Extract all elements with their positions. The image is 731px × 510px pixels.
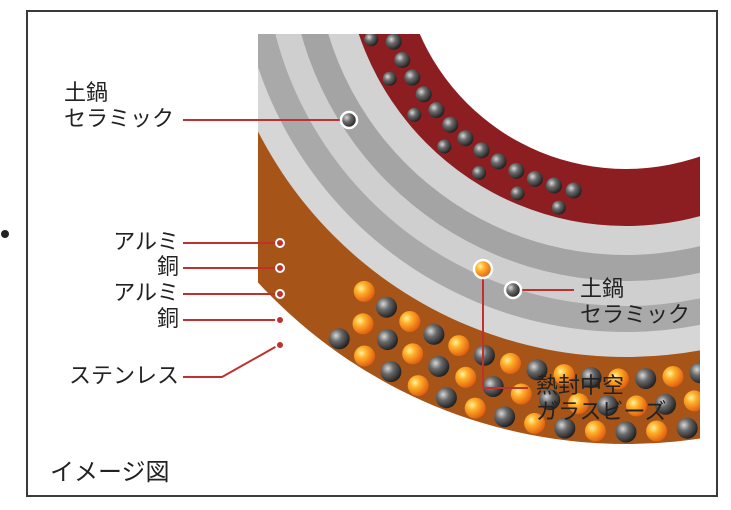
glass-bead: [662, 366, 684, 387]
ceramic-bead: [435, 387, 457, 409]
label-glass-beads-line2: ガラスビーズ: [536, 400, 667, 425]
label-donabe-right-line1: 土鍋: [580, 277, 625, 302]
glass-bead: [455, 366, 477, 388]
marker-alumi-1: [275, 238, 285, 248]
ceramic-bead: [473, 142, 490, 159]
label-stainless: ステンレス: [68, 364, 179, 389]
ceramic-bead: [373, 0, 389, 11]
glass-bead: [716, 357, 731, 378]
glass-bead: [510, 383, 532, 405]
label-donabe-right: 土鍋 セラミック: [580, 277, 690, 329]
ceramic-bead: [437, 139, 452, 154]
ceramic-bead: [490, 153, 507, 170]
glass-bead: [407, 375, 429, 397]
label-alumi-2: アルミ: [113, 281, 179, 306]
label-copper-1: 銅: [156, 255, 179, 280]
ceramic-bead: [442, 116, 459, 133]
ceramic-bead: [615, 421, 637, 443]
glass-bead: [524, 412, 546, 434]
glass-bead: [448, 335, 470, 357]
label-copper-2: 銅: [156, 307, 179, 332]
marker-copper-2: [275, 315, 285, 325]
ceramic-bead: [597, 395, 618, 417]
marker-ceramic-top: [339, 110, 359, 130]
ceramic-bead: [546, 177, 562, 194]
ceramic-bead: [380, 361, 402, 383]
edge-dot: [1, 230, 9, 238]
ceramic-bead: [554, 417, 576, 439]
marker-copper-1: [275, 263, 285, 273]
glass-bead: [584, 420, 606, 442]
glass-bead: [607, 368, 629, 390]
ceramic-bead: [328, 328, 350, 350]
ceramic-bead: [394, 52, 411, 68]
ceramic-bead: [655, 393, 676, 415]
glass-bead: [626, 395, 647, 417]
glass-bead: [352, 313, 374, 335]
marker-stainless: [275, 340, 285, 350]
glass-bead: [353, 280, 375, 302]
glass-bead: [354, 345, 375, 367]
marker-alumi-2: [275, 289, 285, 299]
ceramic-bead: [551, 200, 566, 215]
glass-bead: [568, 393, 589, 415]
ceramic-bead: [526, 170, 543, 187]
inner-ceramic-beads: [352, 0, 582, 215]
marker-ceramic-right: [503, 280, 523, 300]
ceramic-bead: [565, 182, 582, 199]
ceramic-bead: [423, 323, 445, 345]
ceramic-bead: [494, 406, 516, 428]
label-donabe-top: 土鍋 セラミック: [64, 81, 174, 133]
marker-glass-bead: [472, 258, 494, 280]
ceramic-bead: [428, 355, 450, 377]
ceramic-bead: [407, 107, 422, 122]
inner-cavity: [419, 34, 700, 169]
ceramic-bead: [526, 359, 548, 381]
ceramic-bead: [352, 0, 366, 4]
glass-bead: [402, 343, 424, 365]
ceramic-bead: [510, 186, 525, 201]
ceramic-bead: [472, 165, 487, 180]
ceramic-bead: [376, 329, 398, 351]
label-donabe-top-line2: セラミック: [64, 107, 175, 132]
ceramic-bead: [580, 367, 602, 389]
ceramic-bead: [379, 15, 395, 31]
ceramic-bead: [385, 34, 402, 50]
ceramic-bead: [635, 368, 657, 390]
ceramic-bead: [415, 86, 432, 103]
glass-bead: [500, 352, 521, 374]
ceramic-bead: [376, 296, 397, 318]
caption-image-note: イメージ図: [50, 458, 170, 486]
ceramic-bead: [404, 69, 421, 86]
ceramic-bead: [676, 417, 698, 439]
ceramic-bead: [539, 389, 561, 411]
glass-bead: [464, 397, 486, 419]
ceramic-bead: [712, 385, 731, 406]
ceramic-bead: [428, 102, 445, 118]
label-glass-beads: 熱封中空 ガラスビーズ: [536, 374, 666, 426]
glass-bead: [399, 311, 421, 332]
ceramic-bead: [482, 376, 504, 397]
ceramic-bead: [364, 34, 379, 47]
leader-lines: [183, 119, 574, 389]
ceramic-bead: [689, 362, 700, 384]
label-alumi-1: アルミ: [113, 230, 179, 255]
glass-bead: [553, 364, 575, 386]
ceramic-bead: [382, 71, 397, 86]
leader-stainless: [183, 345, 278, 378]
outer-ceramic-beads: [328, 280, 731, 443]
label-donabe-right-line2: セラミック: [580, 303, 691, 328]
glass-bead: [683, 390, 700, 412]
ceramic-bead: [457, 130, 474, 147]
ceramic-bead: [508, 162, 525, 179]
ceramic-bead: [473, 344, 495, 366]
label-glass-beads-line1: 熱封中空: [536, 374, 625, 399]
glass-bead: [646, 420, 668, 442]
leader-glass-beads: [482, 270, 528, 389]
label-donabe-top-line1: 土鍋: [64, 81, 109, 106]
leader-markers: [275, 110, 523, 350]
glass-bead: [707, 413, 728, 434]
